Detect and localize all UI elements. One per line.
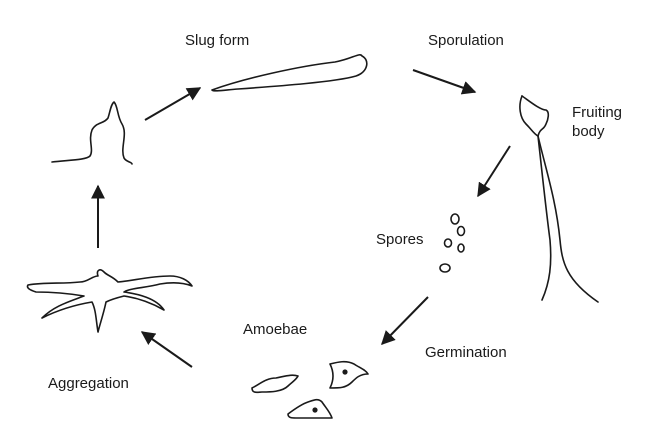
label-sporulation: Sporulation	[428, 32, 504, 49]
label-fruiting-body-line2: body	[572, 123, 605, 140]
arrow-amoebae-to-aggregation	[140, 331, 193, 368]
label-germination: Germination	[425, 344, 507, 361]
label-aggregation: Aggregation	[48, 375, 129, 392]
arrow-spores-to-amoebae	[381, 296, 429, 346]
mound-shape	[51, 101, 133, 165]
arrow-mound-to-slug	[144, 87, 202, 121]
amoeba	[329, 360, 369, 389]
label-spores: Spores	[376, 231, 424, 248]
fruiting-body-shape	[521, 95, 599, 303]
amoeba-nucleus	[342, 369, 348, 375]
label-slug-form: Slug form	[185, 32, 249, 49]
arrow-fruiting-to-spores	[477, 145, 511, 198]
fruiting-body-stalk	[519, 95, 552, 301]
spore	[457, 243, 465, 253]
amoeba	[251, 374, 299, 394]
spore	[439, 263, 451, 273]
amoeba-nucleus	[312, 407, 318, 413]
spore	[456, 225, 466, 237]
slug-shape	[211, 54, 368, 92]
aggregation-shape	[26, 269, 193, 333]
spore	[450, 213, 460, 225]
label-amoebae: Amoebae	[243, 321, 307, 338]
spore	[443, 238, 453, 248]
amoeba	[287, 398, 333, 419]
label-fruiting-body-line1: Fruiting	[572, 104, 622, 121]
arrow-sporulation	[412, 69, 477, 95]
